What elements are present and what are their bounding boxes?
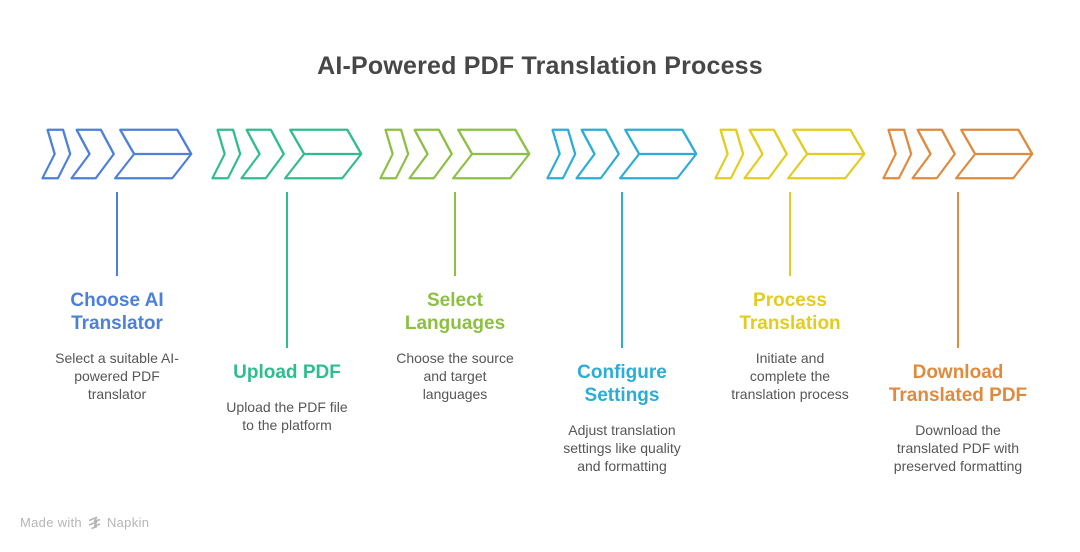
step-title: Upload PDF xyxy=(233,362,341,383)
triple-chevron-arrow-icon xyxy=(378,127,533,181)
triple-chevron-arrow-icon xyxy=(40,127,195,181)
step-choose-ai-translator: Choose AI Translator Select a suitable A… xyxy=(37,127,197,403)
triple-chevron-arrow-icon xyxy=(210,127,365,181)
step-title: Select Languages xyxy=(404,290,506,334)
connector-line xyxy=(116,192,118,276)
step-description: Select a suitable AI- powered PDF transl… xyxy=(55,350,179,402)
step-upload-pdf: Upload PDF Upload the PDF file to the pl… xyxy=(207,127,367,434)
step-title: Configure Settings xyxy=(577,362,667,406)
connector-line xyxy=(454,192,456,276)
step-title: Download Translated PDF xyxy=(888,362,1028,406)
connector-line xyxy=(789,192,791,276)
connector-line xyxy=(621,192,623,348)
made-with-label: Made with xyxy=(20,515,82,530)
triple-chevron-arrow-icon xyxy=(881,127,1036,181)
step-select-languages: Select Languages Choose the source and t… xyxy=(375,127,535,403)
napkin-logo-icon xyxy=(88,516,101,530)
step-description: Initiate and complete the translation pr… xyxy=(731,350,849,402)
step-description: Choose the source and target languages xyxy=(396,350,514,402)
brand-label: Napkin xyxy=(106,515,150,530)
step-configure-settings: Configure Settings Adjust translation se… xyxy=(542,127,702,475)
step-download-translated-pdf: Download Translated PDF Download the tra… xyxy=(878,127,1038,475)
step-description: Upload the PDF file to the platform xyxy=(226,399,348,433)
made-with-napkin-credit: Made with Napkin xyxy=(20,515,149,530)
triple-chevron-arrow-icon xyxy=(713,127,868,181)
step-title: Process Translation xyxy=(739,290,841,334)
triple-chevron-arrow-icon xyxy=(545,127,700,181)
connector-line xyxy=(286,192,288,348)
step-title: Choose AI Translator xyxy=(70,290,164,334)
step-description: Download the translated PDF with preserv… xyxy=(893,422,1023,474)
step-process-translation: Process Translation Initiate and complet… xyxy=(710,127,870,403)
page-title: AI-Powered PDF Translation Process xyxy=(317,52,763,80)
step-description: Adjust translation settings like quality… xyxy=(563,422,681,474)
connector-line xyxy=(957,192,959,348)
